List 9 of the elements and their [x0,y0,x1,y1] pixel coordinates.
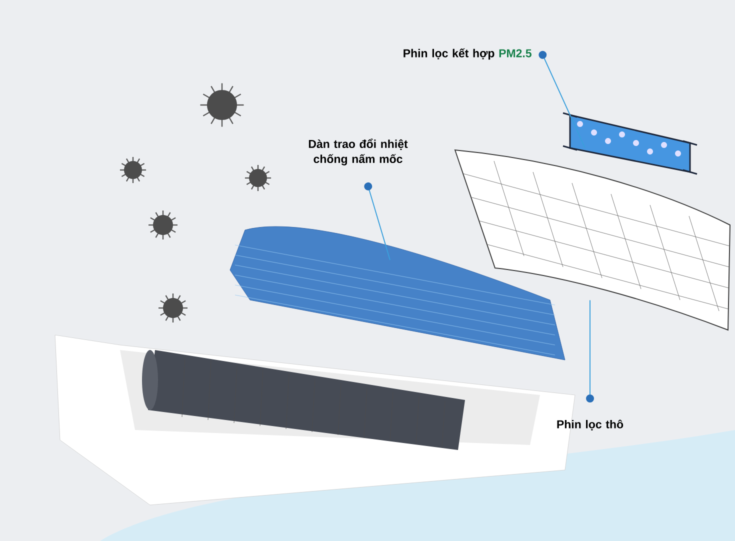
leader-line [586,300,594,402]
label-text: Dàn trao đổi nhiệt chống nấm mốc [308,138,408,166]
filter-drawing [562,112,698,175]
leader-line [538,50,586,148]
label-text: Phin lọc thô [557,420,624,430]
leader-line [364,182,390,260]
heat-exchanger-drawing [230,226,566,360]
coarse-filter-drawing [454,150,730,330]
label-text: Phin lọc kết hợp PM2.5 [404,48,532,60]
